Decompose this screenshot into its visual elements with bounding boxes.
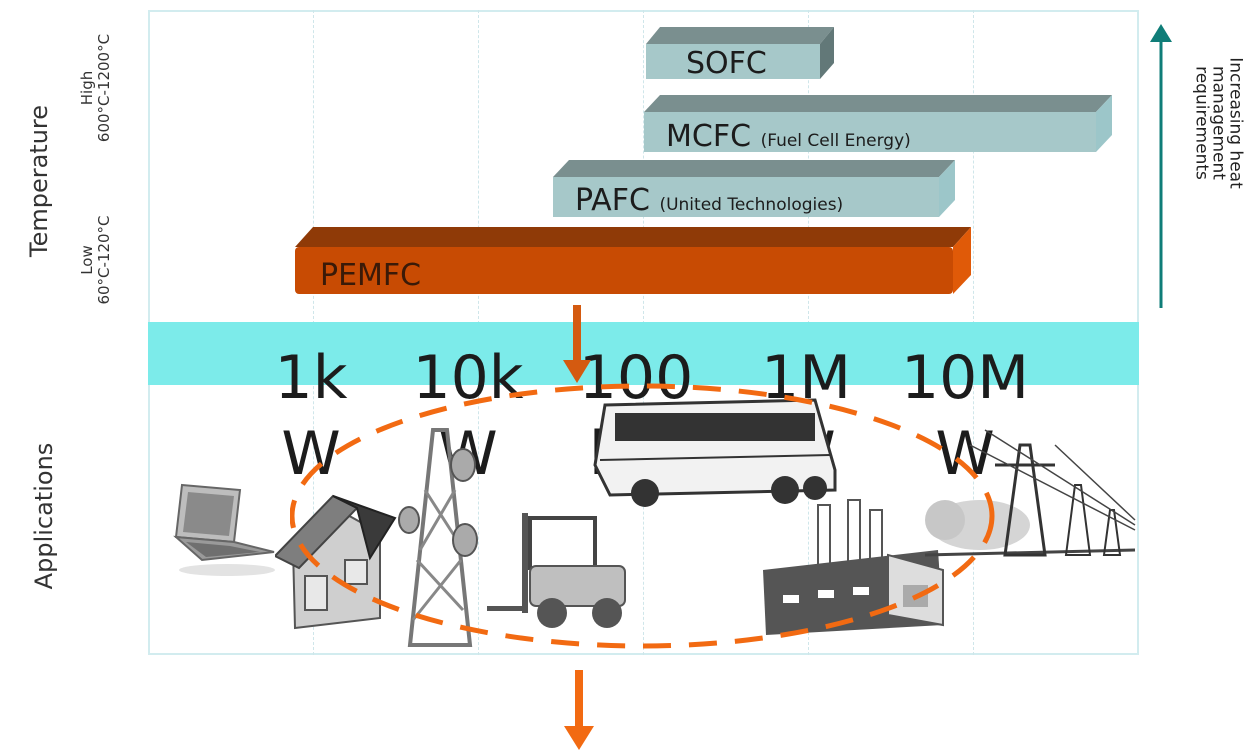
pafc-label: PAFC xyxy=(575,183,650,218)
temperature-axis-title: Temperature xyxy=(25,104,53,257)
bus-icon xyxy=(593,398,837,507)
forklift-icon xyxy=(487,513,626,628)
temp-low-label: Low 60°C-120°C xyxy=(78,215,113,305)
pemfc-label: PEMFC xyxy=(320,258,422,293)
sofc-label: SOFC xyxy=(686,46,767,81)
arrow-down-bottom-icon xyxy=(564,670,594,750)
power-lines-icon xyxy=(925,429,1136,557)
heat-arrow-icon xyxy=(1150,24,1172,308)
pafc-bar: PAFC (United Technologies) xyxy=(553,159,957,219)
arrow-down-icon xyxy=(563,305,591,383)
heat-requirements-label: Increasing heat management requirements xyxy=(1191,56,1246,189)
laptop-icon xyxy=(173,483,275,576)
temp-high-label: High 600°C-1200°C xyxy=(78,33,113,143)
sofc-bar: SOFC xyxy=(646,26,836,81)
house-icon xyxy=(275,494,397,630)
pemfc-bar: PEMFC xyxy=(295,226,973,296)
focus-ellipse xyxy=(290,383,995,649)
pafc-note: (United Technologies) xyxy=(659,195,844,215)
factory-icon xyxy=(763,499,944,635)
power-1kw: 1k W xyxy=(274,343,348,489)
applications-axis-title: Applications xyxy=(30,442,58,590)
mcfc-note: (Fuel Cell Energy) xyxy=(760,131,911,151)
power-scale-band xyxy=(148,322,1139,385)
cell-tower-icon xyxy=(398,428,478,647)
mcfc-bar: MCFC (Fuel Cell Energy) xyxy=(644,94,1114,154)
mcfc-label: MCFC xyxy=(666,119,752,154)
